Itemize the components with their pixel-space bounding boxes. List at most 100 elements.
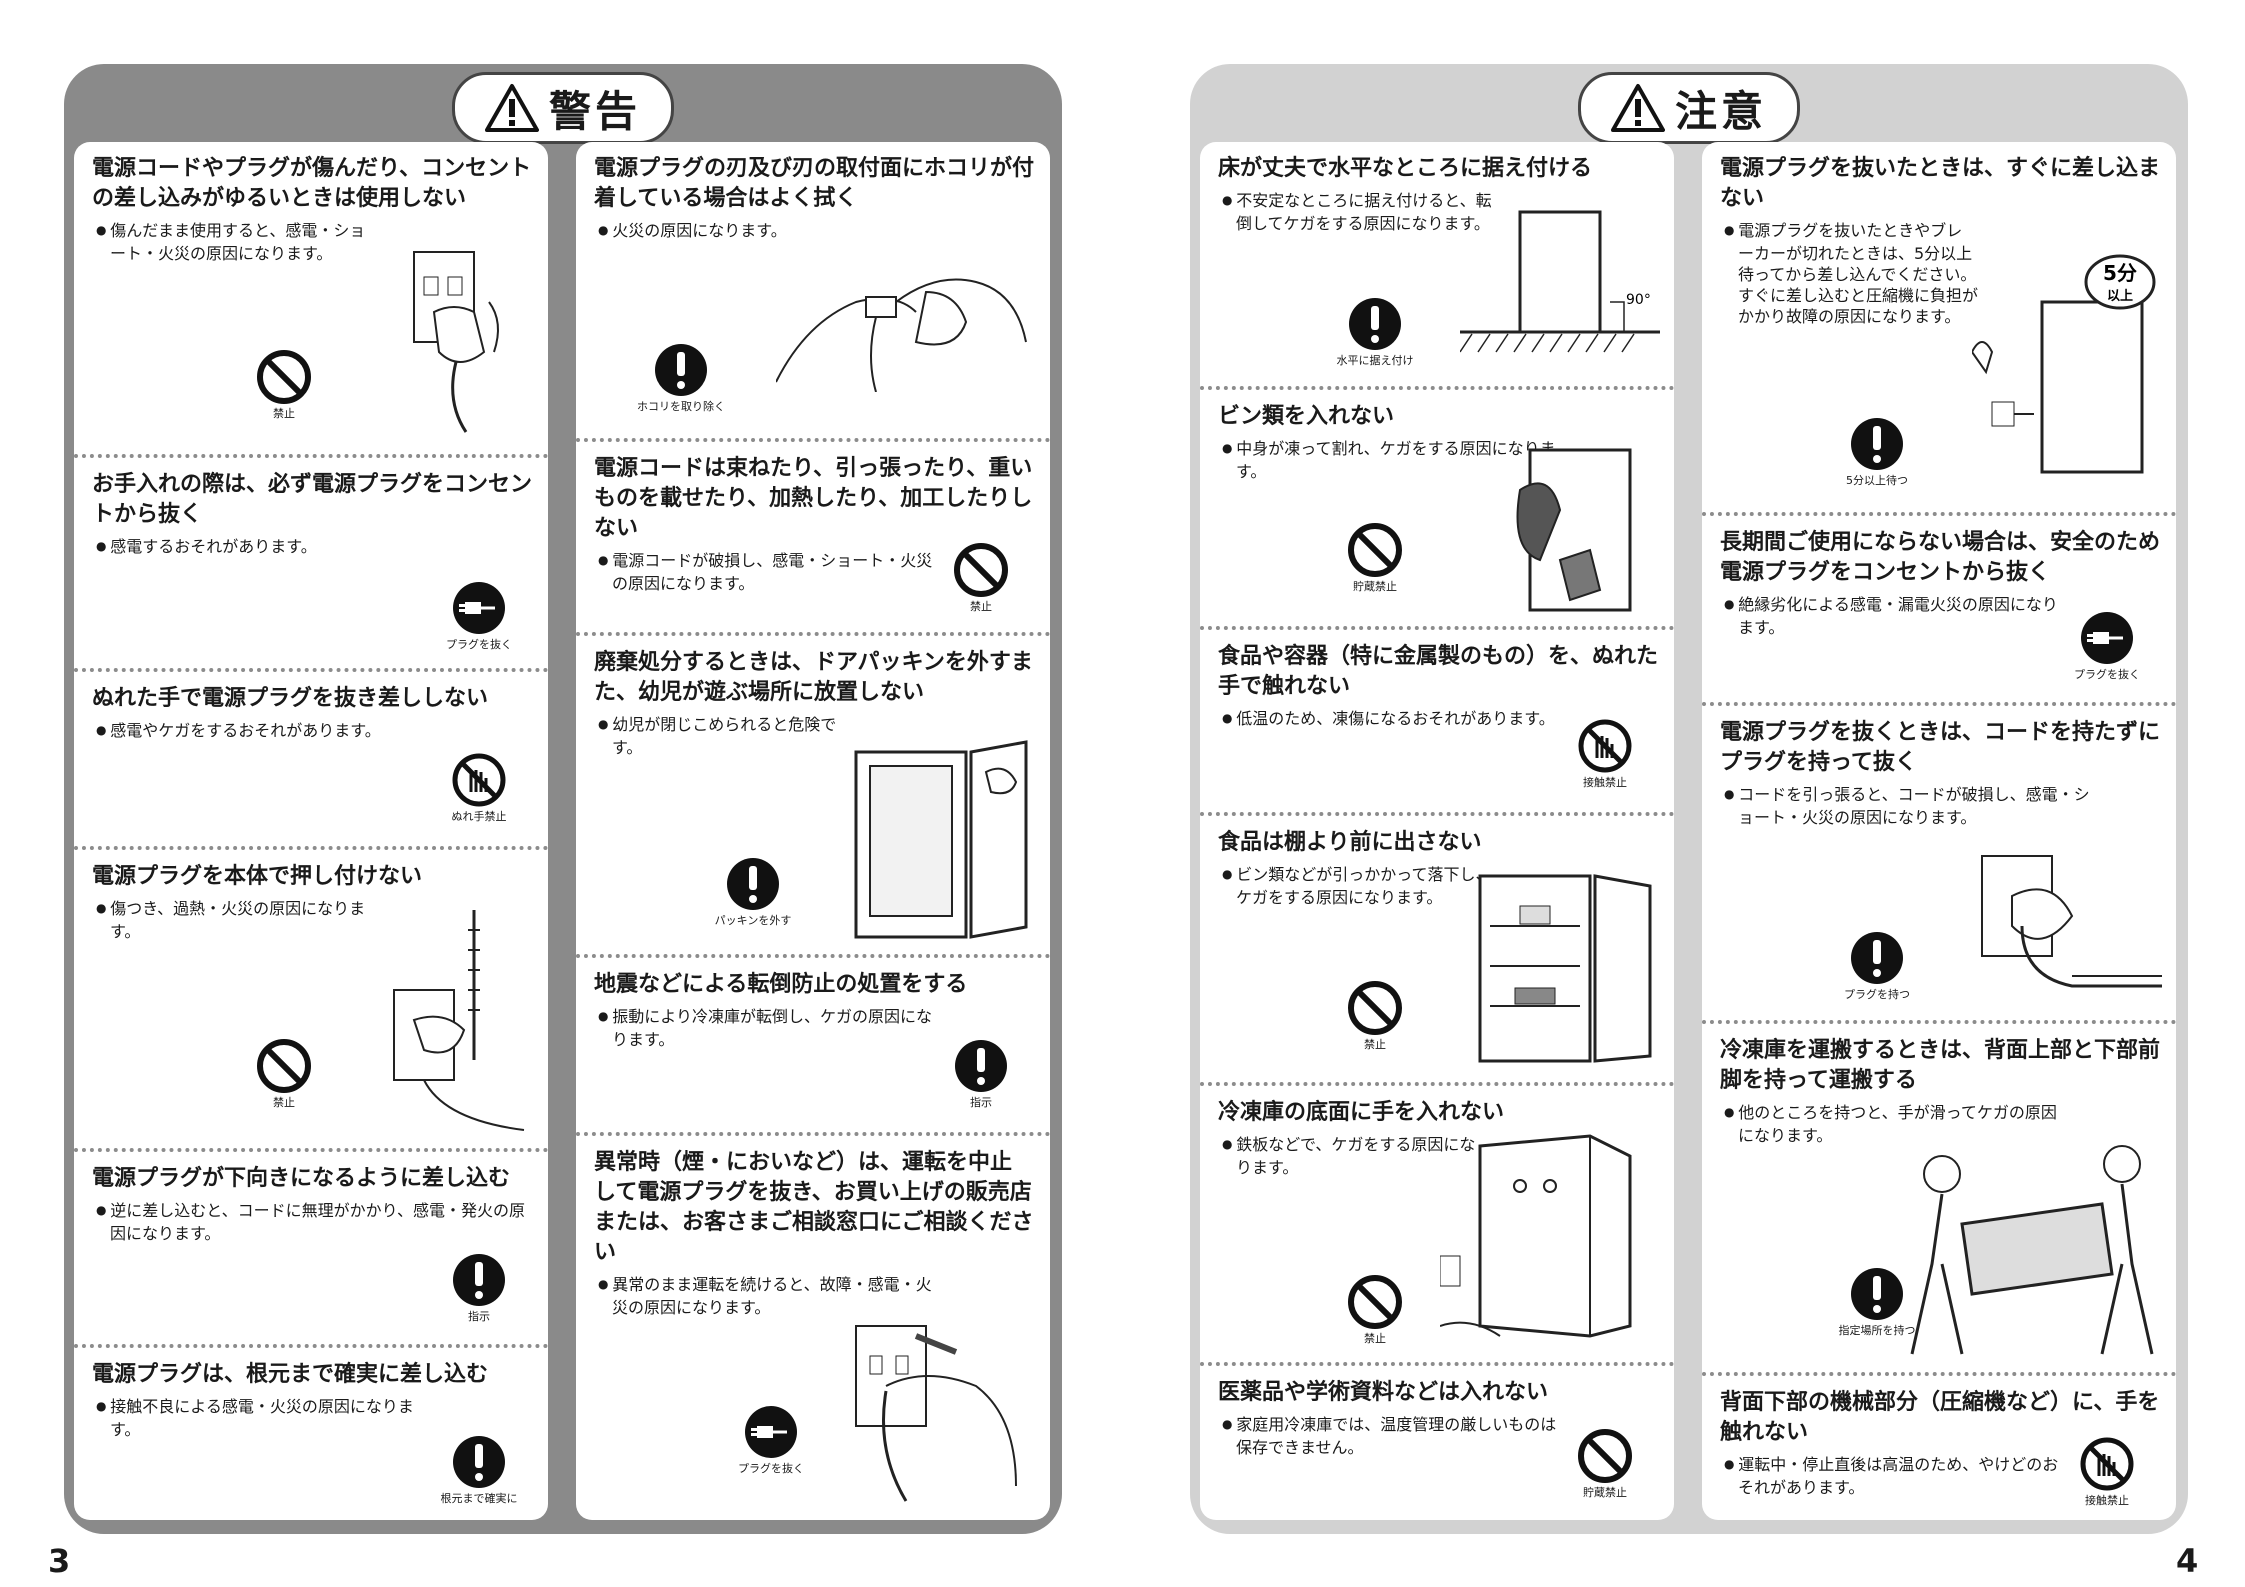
warning-item: 地震などによる転倒防止の処置をする 振動により冷凍庫が転倒し、ケガの原因になりま… — [576, 954, 1050, 1132]
symbol-label: 禁止 — [273, 1096, 295, 1109]
caution-item: 食品や容器（特に金属製のもの）を、ぬれた手で触れない 低温のため、凍傷になるおそ… — [1200, 626, 1674, 812]
five-minute-badge: 5分以上 — [2082, 252, 2158, 312]
item-text: 接触不良による感電・火災の原因になります。 — [92, 1396, 440, 1440]
symbol-label: プラグを抜く — [738, 1462, 804, 1475]
instruction-icon — [453, 1254, 505, 1306]
item-text: 異常のまま運転を続けると、故障・感電・火災の原因になります。 — [594, 1274, 942, 1318]
instruction-icon — [955, 1040, 1007, 1092]
prohibited-icon — [1348, 1275, 1402, 1329]
item-title: 冷凍庫を運搬するときは、背面上部と下部前脚を持って運搬する — [1720, 1038, 2161, 1093]
symbol-badge: 貯蔵禁止 — [1320, 520, 1430, 594]
prohibited-icon — [257, 350, 311, 404]
warning-right-column: 電源プラグの刃及び刃の取付面にホコリが付着している場合はよく拭く 火災の原因にな… — [576, 142, 1050, 1520]
symbol-label: 貯蔵禁止 — [1353, 580, 1397, 593]
warning-item: 電源コードは束ねたり、引っ張ったり、重いものを載せたり、加熱したり、加工したりし… — [576, 438, 1050, 632]
warning-item: 電源コードやプラグが傷んだり、コンセントの差し込みがゆるいときは使用しない 傷ん… — [74, 142, 548, 454]
plug-damaged-illustration — [394, 242, 534, 442]
item-title: 背面下部の機械部分（圧縮機など）に、手を触れない — [1720, 1390, 2160, 1445]
symbol-badge: 接触禁止 — [1550, 716, 1660, 790]
item-title: 電源コードは束ねたり、引っ張ったり、重いものを載せたり、加熱したり、加工したりし… — [594, 456, 1033, 541]
warning-left-column: 電源コードやプラグが傷んだり、コンセントの差し込みがゆるいときは使用しない 傷ん… — [74, 142, 548, 1520]
under-freezer-illustration — [1440, 1126, 1660, 1346]
badge-top-text: 5分 — [2103, 261, 2137, 285]
prohibited-icon — [954, 543, 1008, 597]
prohibited-icon — [257, 1039, 311, 1093]
symbol-label: 貯蔵禁止 — [1583, 1486, 1627, 1499]
item-text: 低温のため、凍傷になるおそれがあります。 — [1218, 708, 1566, 731]
symbol-badge: プラグを抜く — [716, 1402, 826, 1476]
warning-item: 電源プラグは、根元まで確実に差し込む 接触不良による感電・火災の原因になります。… — [74, 1344, 548, 1520]
warning-item: 電源プラグの刃及び刃の取付面にホコリが付着している場合はよく拭く 火災の原因にな… — [576, 142, 1050, 438]
symbol-badge: 指示 — [926, 1036, 1036, 1110]
symbol-label: 禁止 — [1364, 1038, 1386, 1051]
item-text: 中身が凍って割れ、ケガをする原因になります。 — [1218, 438, 1566, 482]
item-text: 振動により冷凍庫が転倒し、ケガの原因になります。 — [594, 1006, 942, 1050]
symbol-badge: 接触禁止 — [2052, 1434, 2162, 1508]
symbol-label: プラグを抜く — [446, 638, 512, 651]
instruction-icon — [727, 858, 779, 910]
item-text: ビン類などが引っかかって落下し、ケガをする原因になります。 — [1218, 864, 1496, 908]
caution-right-column: 電源プラグを抜いたときは、すぐに差し込まない 電源プラグを抜いたときやブレーカー… — [1702, 142, 2176, 1520]
symbol-badge: 禁止 — [229, 347, 339, 421]
item-text: 不安定なところに据え付けると、転倒してケガをする原因になります。 — [1218, 190, 1496, 234]
instruction-icon — [1851, 418, 1903, 470]
caution-left-column: 床が丈夫で水平なところに据え付ける 不安定なところに据え付けると、転倒してケガを… — [1200, 142, 1674, 1520]
page-number-right: 4 — [2176, 1542, 2199, 1580]
warning-item: 電源プラグを本体で押し付けない 傷つき、過熱・火災の原因になります。 禁止 — [74, 846, 548, 1148]
symbol-label: 根元まで確実に — [440, 1492, 518, 1505]
symbol-label: 水平に据え付け — [1336, 354, 1414, 367]
symbol-badge: プラグを抜く — [2052, 608, 2162, 682]
item-text: 電源コードが破損し、感電・ショート・火災の原因になります。 — [594, 550, 942, 594]
symbol-badge: 禁止 — [1320, 1272, 1430, 1346]
symbol-label: 5分以上待つ — [1846, 474, 1908, 487]
shelf-items-illustration — [1460, 866, 1660, 1066]
item-title: 冷凍庫の底面に手を入れない — [1218, 1100, 1505, 1125]
symbol-badge: 禁止 — [1320, 978, 1430, 1052]
warning-item: 廃棄処分するときは、ドアパッキンを外すまた、幼児が遊ぶ場所に放置しない 幼児が閉… — [576, 632, 1050, 954]
caution-item: 冷凍庫の底面に手を入れない 鉄板などで、ケガをする原因になります。 禁止 — [1200, 1082, 1674, 1362]
item-title: 廃棄処分するときは、ドアパッキンを外すまた、幼児が遊ぶ場所に放置しない — [594, 650, 1033, 705]
symbol-badge: プラグを抜く — [424, 578, 534, 652]
warning-triangle-icon — [484, 84, 539, 132]
caution-item: 背面下部の機械部分（圧縮機など）に、手を触れない 運転中・停止直後は高温のため、… — [1702, 1372, 2176, 1520]
item-text: 逆に差し込むと、コードに無理がかかり、感電・発火の原因になります。 — [92, 1200, 532, 1244]
unplug-icon — [2081, 612, 2133, 664]
item-title: 電源プラグを抜いたときは、すぐに差し込まない — [1720, 156, 2161, 211]
symbol-label: 指示 — [970, 1096, 992, 1109]
caution-item: 電源プラグを抜くときは、コードを持たずにプラグを持って抜く コードを引っ張ると、… — [1702, 702, 2176, 1020]
caution-item: ビン類を入れない 中身が凍って割れ、ケガをする原因になります。 貯蔵禁止 — [1200, 386, 1674, 626]
symbol-badge: ホコリを取り除く — [626, 340, 736, 414]
no-touch-icon — [1578, 719, 1632, 773]
item-title: 医薬品や学術資料などは入れない — [1218, 1380, 1549, 1405]
unplug-icon — [453, 582, 505, 634]
warning-item: お手入れの際は、必ず電源プラグをコンセントから抜く 感電するおそれがあります。 … — [74, 454, 548, 668]
item-title: 電源プラグを本体で押し付けない — [92, 864, 423, 889]
symbol-badge: 水平に据え付け — [1320, 294, 1430, 368]
caution-triangle-icon — [1610, 84, 1665, 132]
item-text: 他のところを持つと、手が滑ってケガの原因になります。 — [1720, 1102, 2068, 1146]
symbol-label: ぬれ手禁止 — [451, 810, 507, 823]
symbol-badge: 貯蔵禁止 — [1550, 1426, 1660, 1500]
symbol-badge: ぬれ手禁止 — [424, 750, 534, 824]
symbol-label: 指示 — [468, 1310, 490, 1323]
item-title: 食品は棚より前に出さない — [1218, 830, 1482, 855]
angle-label: 90° — [1626, 292, 1651, 308]
plug-pressed-illustration — [364, 910, 534, 1140]
item-text: 絶縁劣化による感電・漏電火災の原因になります。 — [1720, 594, 2068, 638]
symbol-label: パッキンを外す — [714, 914, 792, 927]
unplug-icon — [745, 1406, 797, 1458]
instruction-icon — [453, 1436, 505, 1488]
symbol-badge: パッキンを外す — [698, 854, 808, 928]
symbol-label: プラグを持つ — [1844, 988, 1910, 1001]
symbol-badge: 根元まで確実に — [424, 1432, 534, 1506]
item-title: 電源プラグが下向きになるように差し込む — [92, 1166, 511, 1191]
item-text: 電源プラグを抜いたときやブレーカーが切れたときは、5分以上待ってから差し込んでく… — [1720, 220, 1978, 327]
item-text: 家庭用冷凍庫では、温度管理の厳しいものは保存できません。 — [1218, 1414, 1566, 1458]
item-title: ぬれた手で電源プラグを抜き差ししない — [92, 686, 489, 711]
instruction-icon — [1851, 932, 1903, 984]
symbol-label: 接触禁止 — [1583, 776, 1627, 789]
item-title: 長期間ご使用にならない場合は、安全のため電源プラグをコンセントから抜く — [1720, 530, 2161, 585]
prohibited-icon — [1348, 523, 1402, 577]
symbol-label: 接触禁止 — [2085, 1494, 2129, 1507]
warning-header-title: 警告 — [548, 86, 642, 136]
